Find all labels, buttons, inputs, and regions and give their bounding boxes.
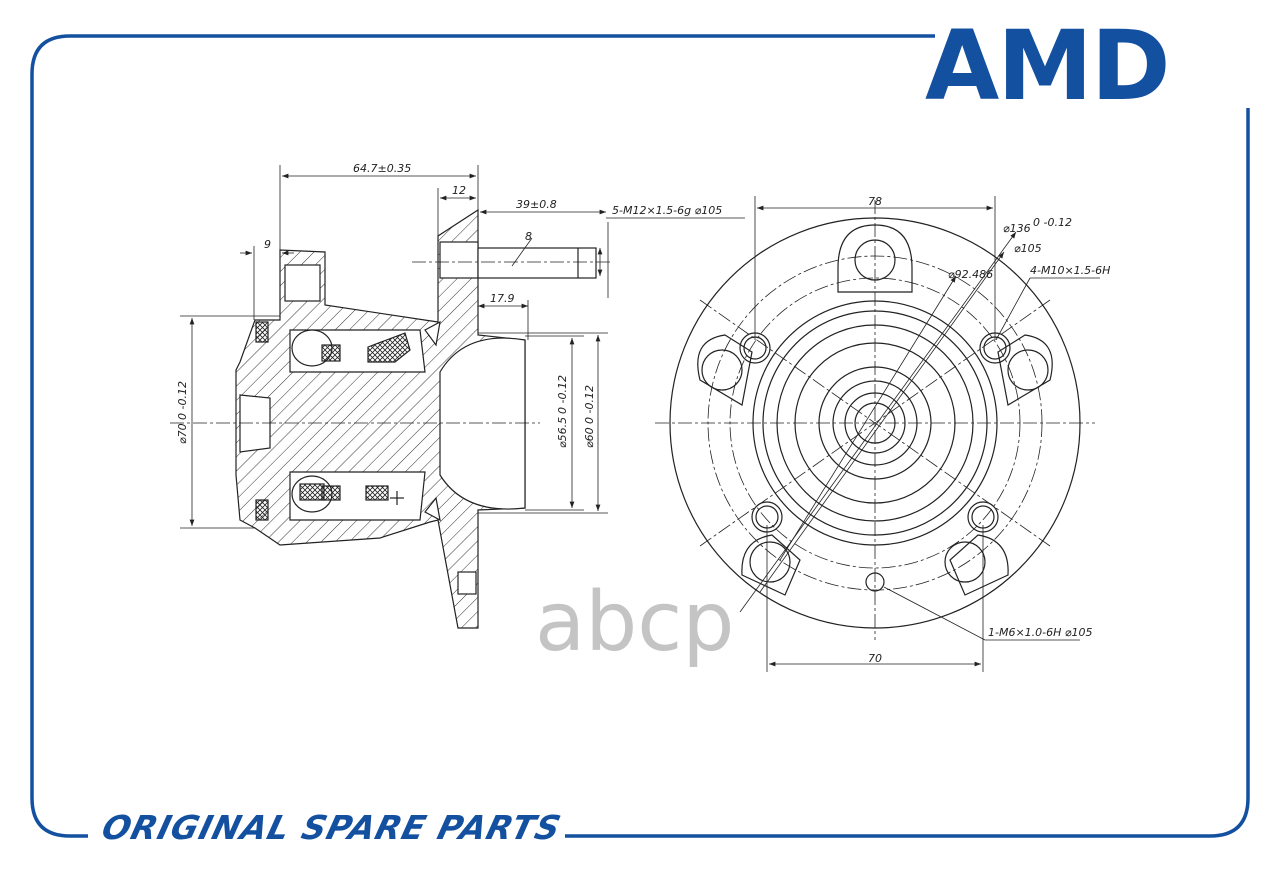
dim-studs: 5-M12×1.5-6g ⌀105 <box>612 204 722 217</box>
dim-pilot-depth: 17.9 <box>490 292 515 305</box>
dim-dia70-group: ⌀70 0 -0.12 <box>176 381 189 444</box>
section-view <box>235 208 597 629</box>
dim-dia565-group: ⌀56.5 0 -0.12 <box>556 375 569 448</box>
dim-dia70: ⌀70 <box>176 423 189 444</box>
dim-dia60-tol: 0 -0.12 <box>583 385 596 424</box>
dim-pcd105: ⌀105 <box>1014 242 1042 255</box>
dim-small-hole: 1-M6×1.0-6H ⌀105 <box>988 626 1093 639</box>
dim-dia565: ⌀56.5 <box>556 417 569 448</box>
dim-dia136-tol: 0 -0.12 <box>1033 216 1072 229</box>
dim-stud-width: 8 <box>525 230 532 243</box>
brand-logo: AMD <box>925 10 1171 122</box>
dim-dia136: ⌀136 <box>1003 222 1031 235</box>
dim-dia565-tol: 0 -0.12 <box>556 375 569 414</box>
dim-inner-offset: 9 <box>264 238 271 251</box>
dim-stud-length: 39±0.8 <box>516 198 557 211</box>
front-leaders <box>739 196 1100 672</box>
dim-bottom-width: 70 <box>868 652 882 665</box>
front-centerlines <box>655 200 1095 640</box>
section-dimension-lines <box>180 165 745 529</box>
dim-flange-thickness: 12 <box>452 184 466 197</box>
footer-slogan: ORIGINAL SPARE PARTS <box>98 808 566 847</box>
dim-dia60: ⌀60 <box>583 427 596 448</box>
dim-dia70-tol: 0 -0.12 <box>176 381 189 420</box>
dim-top-width: 78 <box>868 195 882 208</box>
frame-border <box>30 34 1250 838</box>
watermark: abcp <box>535 575 734 670</box>
dim-overall-length: 64.7±0.35 <box>353 162 411 175</box>
section-centerlines <box>170 261 612 424</box>
dim-bolt-dia: ⌀92.486 <box>948 268 993 281</box>
dim-dia60-group: ⌀60 0 -0.12 <box>583 385 596 448</box>
dim-bolt-holes: 4-M10×1.5-6H <box>1030 264 1110 277</box>
